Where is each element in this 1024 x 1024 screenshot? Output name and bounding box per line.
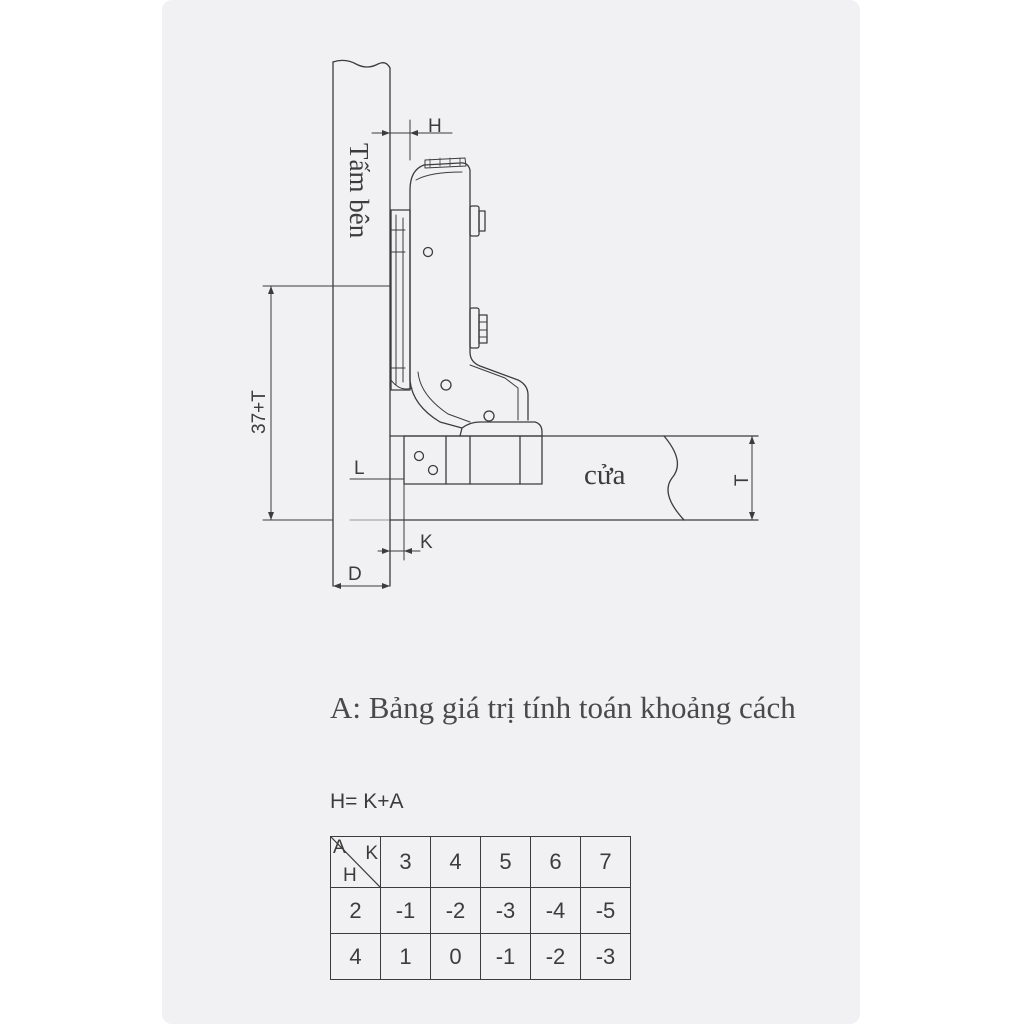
dimension-D [332, 583, 391, 589]
k-header-cell: 3 [380, 836, 431, 888]
hinge-diagram: Tấm bên cửa H 37+T L K D T [249, 59, 759, 589]
h-value-cell: -1 [480, 933, 531, 980]
adjustment-screw-upper [469, 205, 486, 237]
door-label: cửa [584, 459, 626, 491]
h-value-cell: -2 [430, 887, 481, 934]
corner-label-h: H [343, 865, 357, 886]
dim-37T-label: 37+T [249, 390, 270, 434]
pivot-hole [422, 246, 434, 258]
k-header-cell: 5 [480, 836, 531, 888]
pivot-hole [483, 410, 495, 422]
dim-D-label: D [348, 564, 362, 585]
dimension-T [749, 435, 755, 521]
dim-H-label: H [428, 116, 442, 137]
dimension-L [349, 478, 405, 521]
h-value-cell: -5 [580, 887, 631, 934]
dimension-H [371, 119, 453, 161]
corner-label-a: A [333, 837, 346, 858]
table-row: 2 -1 -2 -3 -4 -5 [330, 887, 631, 934]
h-value-cell: -3 [580, 933, 631, 980]
table-title: A: Bảng giá trị tính toán khoảng cách [330, 690, 796, 725]
k-header-cell: 6 [530, 836, 581, 888]
dimension-37T [262, 285, 391, 521]
hinge-arm [409, 157, 529, 429]
k-header-cell: 7 [580, 836, 631, 888]
distance-table: A K H 3 4 5 6 7 2 -1 -2 -3 -4 -5 4 1 0 -… [330, 836, 631, 980]
h-value-cell: 0 [430, 933, 481, 980]
a-value-cell: 4 [330, 933, 381, 980]
k-header-cell: 4 [430, 836, 481, 888]
pivot-hole [440, 379, 452, 391]
h-value-cell: -1 [380, 887, 431, 934]
table-header-row: A K H 3 4 5 6 7 [330, 836, 631, 888]
dim-K-label: K [420, 532, 433, 553]
h-value-cell: -2 [530, 933, 581, 980]
h-value-cell: 1 [380, 933, 431, 980]
mounting-plate [390, 209, 413, 391]
formula: H= K+A [330, 790, 404, 813]
corner-label-k: K [365, 843, 378, 864]
h-value-cell: -3 [480, 887, 531, 934]
dim-T-label: T [732, 474, 753, 486]
hinge-cup [403, 421, 543, 485]
table-row: 4 1 0 -1 -2 -3 [330, 933, 631, 980]
door [389, 435, 759, 521]
side-panel-label: Tấm bên [344, 143, 374, 239]
a-value-cell: 2 [330, 887, 381, 934]
dimension-K [377, 519, 421, 561]
h-value-cell: -4 [530, 887, 581, 934]
side-panel [332, 59, 391, 587]
table-corner-cell: A K H [330, 836, 381, 888]
dim-L-label: L [354, 458, 365, 479]
adjustment-screw-lower [469, 307, 488, 349]
